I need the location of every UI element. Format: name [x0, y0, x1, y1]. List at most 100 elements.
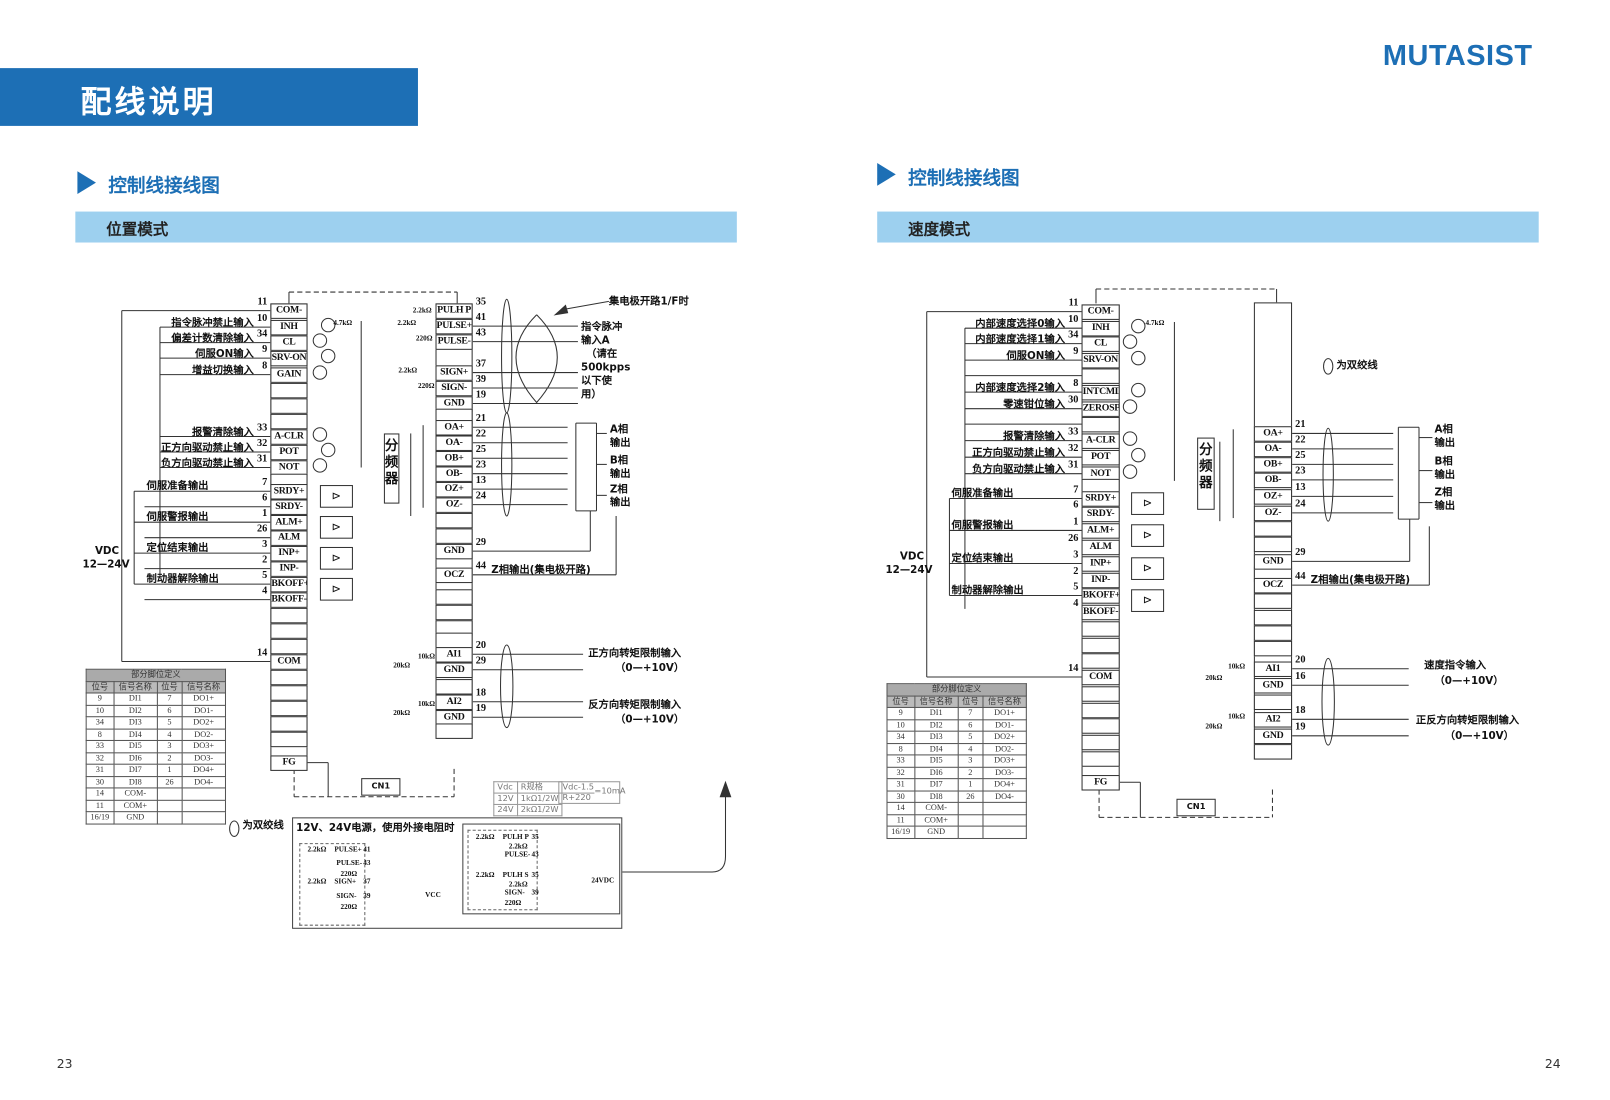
table-cell: COM- [113, 787, 158, 801]
pin-number: 7 [262, 476, 268, 489]
connector-pin-gnd: GND [435, 543, 473, 559]
connector-pin-empty [1081, 717, 1120, 734]
diagram-annotation: 为双绞线 [1336, 360, 1378, 372]
connector-pin-oz-: OZ+ [1253, 488, 1293, 505]
connector-pin-inh: INH [270, 319, 308, 335]
table-cell: 位号 [886, 695, 915, 708]
table-cell: 2 [156, 751, 183, 765]
pin-number: 31 [1068, 459, 1079, 471]
connector-pin-fg: FG [1081, 774, 1120, 790]
output-signal-label: 制动器解除输出 [146, 573, 219, 586]
diagram-annotation: 输出 [1434, 437, 1456, 449]
connector-pin-ob-: OB- [435, 465, 473, 482]
pin-number: 23 [475, 459, 487, 471]
input-signal-label: 报警清除输入 [191, 427, 254, 439]
photocoupler-icon [1131, 318, 1146, 334]
table-cell: 3 [957, 754, 984, 768]
pin-number: 20 [1295, 654, 1306, 666]
output-signal-label: 伺服准备输出 [951, 488, 1014, 500]
connector-pin-a-clr: A-CLR [1081, 432, 1120, 449]
inset-label: PULH S [502, 871, 529, 880]
photocoupler-icon [1122, 431, 1138, 446]
diagram-annotation: 220Ω [415, 334, 433, 343]
connector-pin-empty [270, 622, 308, 639]
table-cell [156, 811, 183, 825]
connector-pin-pulse-: PULSE+ [435, 318, 473, 334]
connector-pin-empty [1081, 637, 1120, 653]
table-cell: GND [113, 811, 158, 825]
pin-number: 5 [262, 569, 268, 582]
pin-number: 37 [475, 358, 487, 370]
formula-denominator: R+220 [562, 792, 591, 802]
table-cell: DI5 [113, 739, 158, 753]
table-cell: COM+ [113, 799, 158, 813]
connector-row-empty [1253, 624, 1293, 641]
table-cell [156, 799, 183, 813]
connector-row-empty [1253, 536, 1293, 552]
inset-label: 220Ω [340, 902, 358, 912]
section-triangle-icon [877, 163, 896, 186]
table-cell: 26 [156, 775, 183, 789]
inset-label: PULSE+ [334, 845, 362, 854]
connector-pin-gnd: GND [435, 662, 473, 678]
connector-pin-ocz: OCZ [1253, 577, 1293, 593]
output-signal-label: 制动器解除输出 [951, 585, 1024, 597]
table-cell: 32 [85, 751, 115, 765]
pin-number: 29 [1295, 546, 1306, 559]
connector-pin-empty [270, 397, 308, 414]
input-signal-label: 指令脉冲禁止输入 [171, 317, 254, 330]
table-cell: 4 [957, 742, 984, 756]
table-cell [181, 799, 227, 813]
table-cell: 16/19 [886, 825, 915, 839]
diagram-annotation: 20kΩ [393, 708, 411, 718]
connector-pin-sign-: SIGN+ [435, 364, 473, 381]
table-cell: DO2+ [982, 730, 1027, 744]
inset-label: 2.2kΩ [508, 880, 528, 889]
output-optocoupler-icon: ⊳ [1131, 589, 1165, 612]
input-signal-label: 内部速度选择0输入 [975, 318, 1066, 331]
table-cell [982, 813, 1027, 827]
connector-pin-fg: FG [270, 754, 308, 771]
connector-pin-empty [435, 604, 473, 620]
photocoupler-icon [312, 365, 328, 380]
table-cell: 14 [886, 801, 915, 815]
page-number: 23 [56, 1056, 73, 1072]
frequency-divider-label: 分频器 [384, 438, 399, 488]
table-cell: Vdc [493, 781, 518, 794]
table-cell: DO1+ [982, 706, 1027, 720]
connector-pin-empty [270, 607, 308, 623]
pin-number: 10 [256, 312, 268, 325]
diagram-annotation: 输出 [1434, 469, 1456, 481]
table-cell: DO4- [982, 790, 1027, 803]
pin-number: 9 [1073, 345, 1079, 358]
pin-number: 13 [475, 474, 487, 487]
pin-number: 33 [1068, 426, 1079, 438]
diagram-annotation: 正反方向转矩限制输入 [1415, 715, 1520, 727]
connector-pin-empty [435, 678, 473, 695]
connector-pin-inp-: INP+ [270, 545, 308, 561]
pin-number: 6 [1073, 499, 1079, 511]
connector-pin-oz-: OZ- [1253, 505, 1293, 521]
pin-number: 21 [475, 412, 487, 425]
table-cell: DI8 [113, 775, 158, 789]
pin-number: 11 [1068, 297, 1079, 309]
diagram-annotation: 2.2kΩ [412, 306, 432, 315]
inset-label: SIGN- [504, 888, 525, 897]
table-cell: 位号 [156, 680, 183, 694]
pin-number: 32 [1068, 442, 1079, 455]
table-cell: DI4 [913, 742, 959, 756]
inset-label: 220Ω [504, 898, 522, 908]
table-cell: DO1- [181, 704, 227, 718]
pin-number: 16 [1295, 670, 1306, 683]
connector-pin-cl: CL [1081, 335, 1120, 352]
pin-number: 34 [1068, 329, 1079, 341]
table-cell: 31 [886, 778, 915, 792]
chapter-title: 配线说明 [80, 84, 217, 121]
